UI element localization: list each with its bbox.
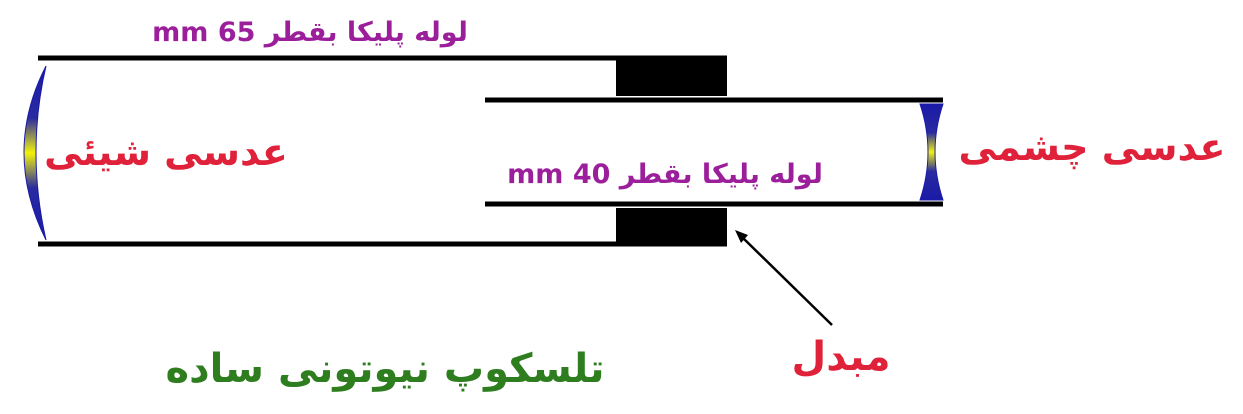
outer-tube-label: لوله پلیکا بقطر 65 mm <box>152 17 468 48</box>
adapter-label: مبدل <box>792 334 891 380</box>
objective-lens <box>23 65 47 241</box>
adapter-block-top <box>616 58 727 96</box>
eyepiece-lens <box>919 103 944 201</box>
objective-lens-label: عدسی شیئی <box>44 130 288 174</box>
adapter-pointer-arrow <box>741 236 833 326</box>
adapter-block-bottom <box>616 208 727 246</box>
adapter-pointer-arrowhead <box>735 230 748 243</box>
inner-tube-label: لوله پلیکا بقطر 40 mm <box>507 159 823 190</box>
diagram-title: تلسکوپ نیوتونی ساده <box>166 346 605 392</box>
eyepiece-lens-label: عدسی چشمی <box>959 125 1226 169</box>
